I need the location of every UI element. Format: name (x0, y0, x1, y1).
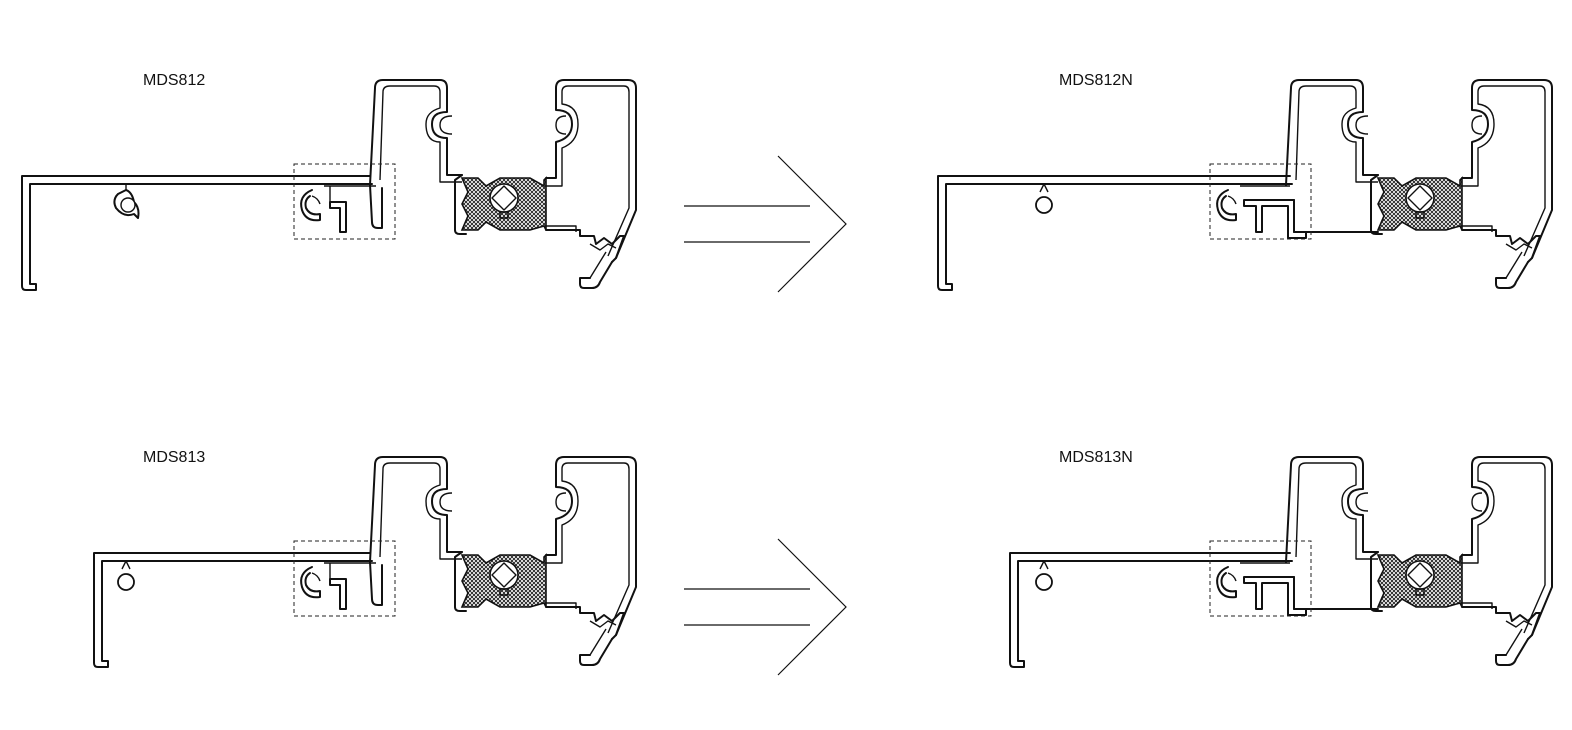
profile-label-mds813: MDS813 (143, 449, 206, 466)
profile-mds812 (21, 79, 637, 291)
profile-label-mds813n: MDS813N (1059, 449, 1133, 466)
profile-mds812n (937, 79, 1553, 291)
profile-label-mds812: MDS812 (143, 72, 206, 89)
profile-mds813n (1009, 456, 1553, 668)
profile-label-mds812n: MDS812N (1059, 72, 1133, 89)
profile-mds813 (93, 456, 637, 668)
arrow-mds813-to-mds813n (684, 538, 847, 676)
arrow-mds812-to-mds812n (684, 155, 847, 293)
